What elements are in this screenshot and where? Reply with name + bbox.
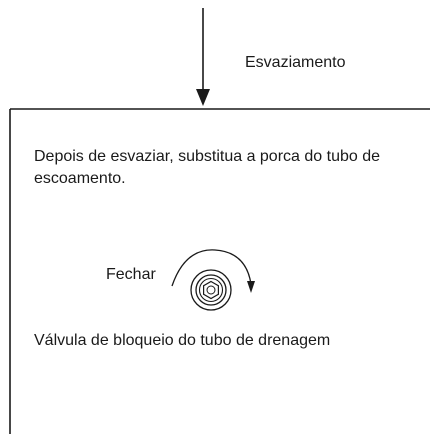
clockwise-rotation-icon <box>171 249 255 293</box>
valve-caption: Válvula de bloqueio do tubo de drenagem <box>34 332 331 349</box>
instruction-text: Depois de esvaziar, substitua a porca do… <box>34 148 380 187</box>
close-label: Fechar <box>106 266 156 283</box>
hex-nut-valve-icon <box>190 269 232 311</box>
down-arrow-icon <box>196 8 210 106</box>
panel-frame <box>9 108 430 434</box>
step-label: Esvaziamento <box>245 54 346 71</box>
